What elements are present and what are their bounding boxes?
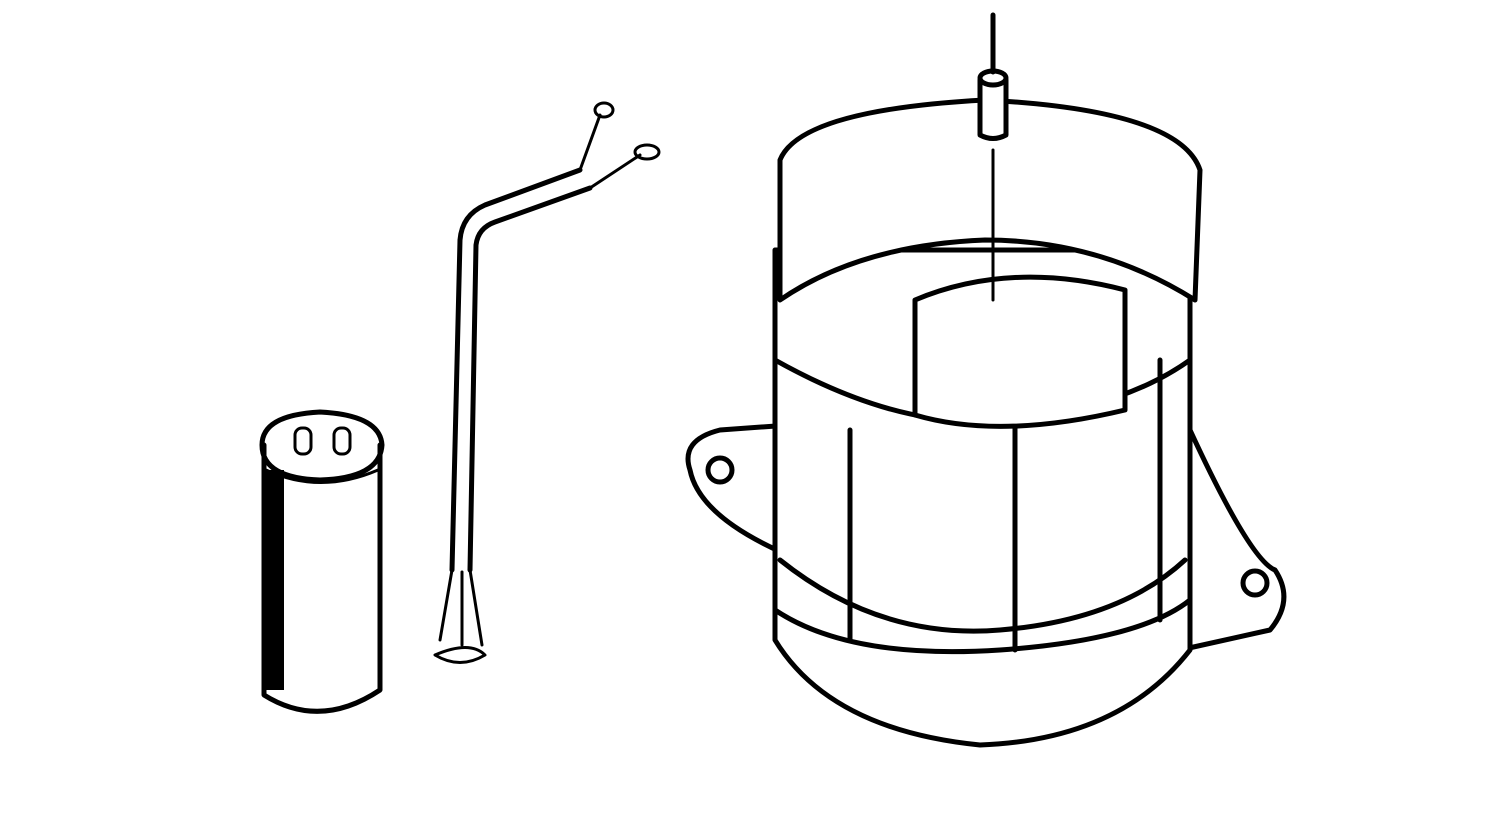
motor-shaft	[977, 77, 1009, 141]
electric-motor	[685, 12, 1287, 748]
lead-wire	[433, 101, 661, 664]
capacitor-terminal	[332, 426, 352, 456]
capacitor-shadow	[262, 470, 284, 690]
mounting-hole	[705, 455, 735, 485]
wire-terminal	[633, 143, 661, 161]
capacitor-terminal	[293, 426, 313, 456]
capacitor	[259, 409, 385, 714]
wire-terminal	[593, 101, 615, 119]
mounting-hole	[1240, 568, 1270, 598]
